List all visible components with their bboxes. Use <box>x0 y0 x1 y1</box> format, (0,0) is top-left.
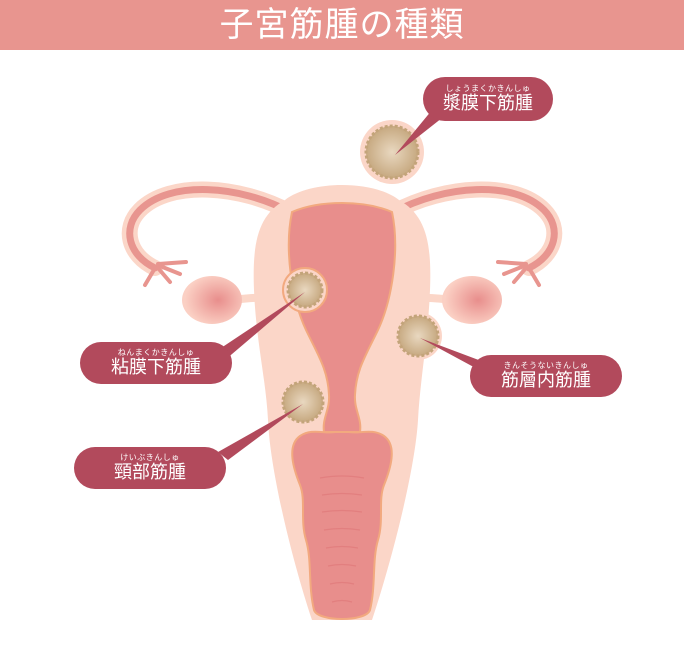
callout-label: 漿膜下筋腫 <box>443 92 533 114</box>
callout-ruby: ねんまくかきんしゅ <box>117 347 195 357</box>
callout-subserosal: しょうまくかきんしゅ 漿膜下筋腫 <box>423 77 553 121</box>
callout-label: 粘膜下筋腫 <box>111 356 201 378</box>
callout-ruby: しょうまくかきんしゅ <box>445 83 531 93</box>
fibroid-submucosal <box>282 267 328 313</box>
fibroid-intramural <box>394 312 442 360</box>
callout-ruby: けいぶきんしゅ <box>120 452 180 462</box>
callout-label: 頸部筋腫 <box>114 461 186 483</box>
callout-intramural: きんそうないきんしゅ 筋層内筋腫 <box>470 355 622 397</box>
title-banner: 子宮筋腫の種類 <box>0 0 684 50</box>
callout-submucosal: ねんまくかきんしゅ 粘膜下筋腫 <box>80 342 232 384</box>
fibroid-subserosal <box>360 120 424 184</box>
callout-label: 筋層内筋腫 <box>501 369 591 391</box>
callout-cervical: けいぶきんしゅ 頸部筋腫 <box>74 447 226 489</box>
uterus-diagram <box>121 110 563 620</box>
page-title: 子宮筋腫の種類 <box>219 5 465 45</box>
vaginal-canal <box>291 430 393 620</box>
fallopian-tubes <box>121 181 563 287</box>
uterine-cavity <box>287 202 397 433</box>
fibroid-cervical <box>281 380 325 424</box>
callout-ruby: きんそうないきんしゅ <box>503 360 589 370</box>
